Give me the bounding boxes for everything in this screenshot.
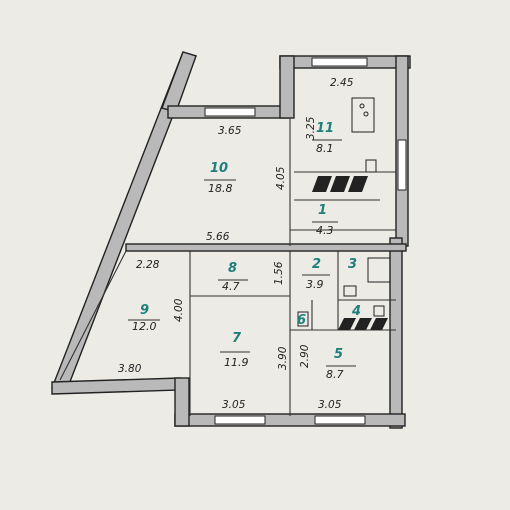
room-number: 5 <box>334 347 343 362</box>
windows <box>204 57 407 425</box>
room-area: 3.9 <box>306 278 324 291</box>
room-number: 10 <box>210 161 228 176</box>
room-labels: 1 4.3 2 3.9 3 4 5 8.7 6 7 11.9 8 4.7 9 1… <box>132 121 361 381</box>
dimension-label: 3.25 <box>305 116 317 140</box>
dimension-label: 3.80 <box>118 363 142 375</box>
dimension-label: 3.05 <box>222 399 246 411</box>
room-area: 8.1 <box>316 142 334 155</box>
dimension-label: 2.90 <box>299 344 311 368</box>
dimension-label: 4.00 <box>173 298 185 322</box>
room-number: 2 <box>312 257 321 272</box>
dimension-label: 3.90 <box>277 346 289 370</box>
room-number: 1 <box>318 203 327 218</box>
room-number: 4 <box>351 304 361 319</box>
dimension-label: 2.45 <box>330 77 354 89</box>
room-number: 9 <box>140 303 149 318</box>
dimension-label: 2.28 <box>136 259 160 271</box>
dimension-label: 3.65 <box>218 125 242 137</box>
room-area: 18.8 <box>208 182 233 195</box>
room-number: 6 <box>297 313 306 328</box>
dimension-label: 1.56 <box>273 261 285 285</box>
dimension-label: 3.05 <box>318 399 342 411</box>
room-number: 8 <box>228 261 237 276</box>
room-area: 8.7 <box>326 368 344 381</box>
fixtures <box>297 97 391 327</box>
room-number: 7 <box>232 331 242 346</box>
dimension-label: 5.66 <box>206 231 230 243</box>
room-number: 11 <box>316 121 334 136</box>
room-area: 4.7 <box>222 280 240 293</box>
dimension-label: 4.05 <box>275 166 287 190</box>
label-underlines <box>128 139 356 367</box>
shafts <box>312 176 388 330</box>
room-area: 11.9 <box>224 356 249 369</box>
room-area: 4.3 <box>316 224 334 237</box>
dimension-labels: 2.45 3.25 3.65 4.05 5.66 2.28 1.56 4.00 … <box>118 77 354 411</box>
room-area: 12.0 <box>132 320 157 333</box>
room-number: 3 <box>348 257 357 272</box>
